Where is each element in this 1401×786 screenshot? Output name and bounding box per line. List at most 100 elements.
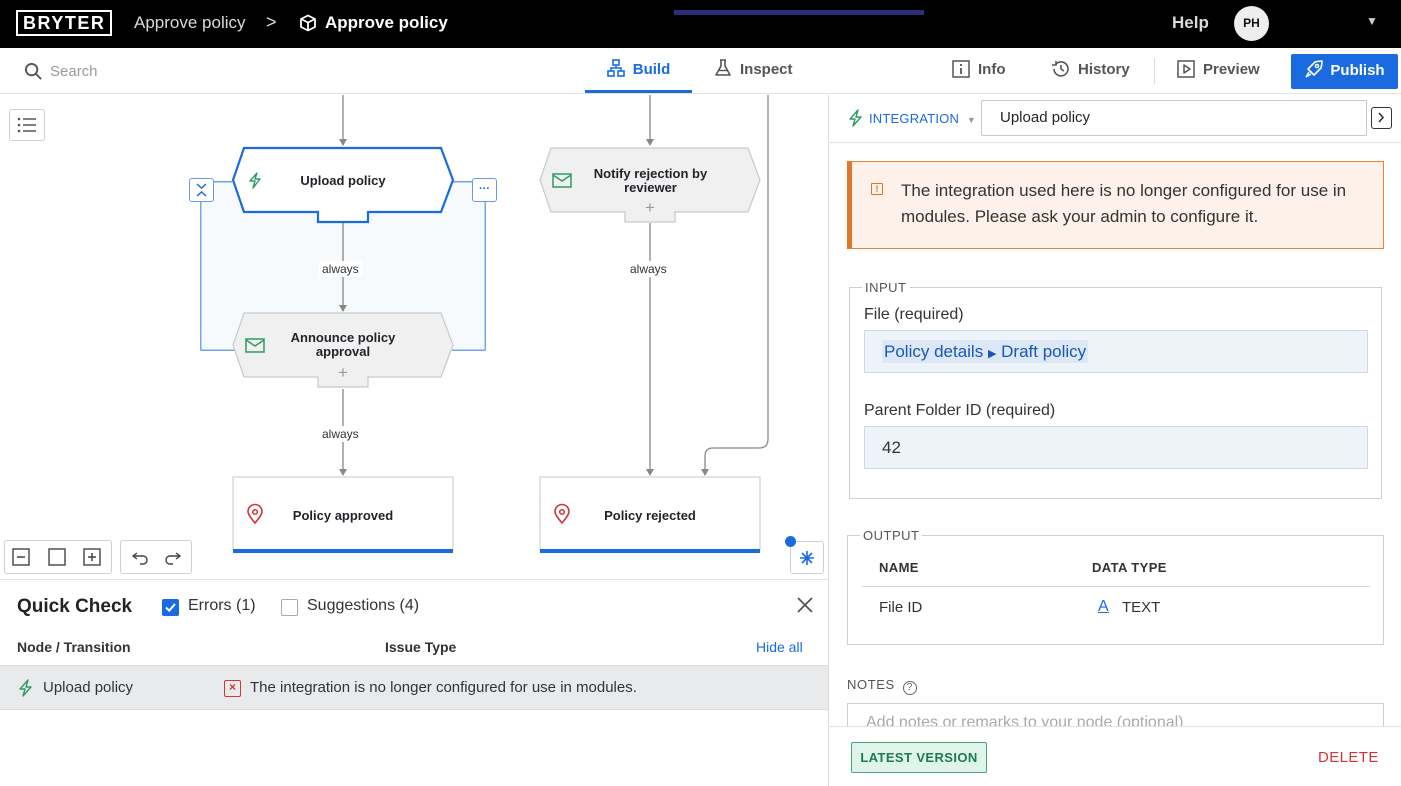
node-upload-policy-label: Upload policy <box>300 173 386 188</box>
add-transition-button[interactable]: + <box>338 363 348 382</box>
error-icon: × <box>224 680 241 697</box>
collapse-panel-button[interactable] <box>1371 107 1392 129</box>
chevron-down-icon: ▼ <box>966 115 976 125</box>
node-notify-shape[interactable] <box>539 147 761 223</box>
output-legend: OUTPUT <box>860 528 923 543</box>
sitemap-icon <box>606 59 625 77</box>
suggestions-filter-label[interactable]: Suggestions (4) <box>307 597 420 614</box>
sparkle-icon <box>800 551 814 565</box>
node-properties-panel: INTEGRATION ▼ Upload policy ! The integr… <box>828 95 1401 786</box>
breadcrumb-current: Approve policy <box>325 13 448 32</box>
node-type-dropdown[interactable]: INTEGRATION ▼ <box>847 109 976 127</box>
input-section: INPUT File (required) Policy details ▶ D… <box>849 280 1382 499</box>
fit-screen-icon[interactable] <box>48 548 66 566</box>
column-header-data-type: DATA TYPE <box>1092 560 1167 575</box>
breadcrumb-parent[interactable]: Approve policy <box>134 13 246 32</box>
node-upload-policy-shape[interactable] <box>231 146 455 224</box>
add-transition-button[interactable]: + <box>645 198 655 217</box>
errors-filter-label[interactable]: Errors (1) <box>188 597 256 614</box>
history-label: History <box>1078 61 1130 78</box>
help-link[interactable]: Help <box>1172 13 1209 32</box>
quick-check-title: Quick Check <box>17 596 133 617</box>
folder-id-field[interactable]: 42 <box>864 426 1368 469</box>
zoom-out-icon[interactable] <box>12 548 30 566</box>
search-input[interactable] <box>50 60 250 82</box>
notes-label-text: NOTES <box>847 677 895 692</box>
module-cube-icon <box>300 14 316 32</box>
loading-progress-bar <box>674 10 924 15</box>
close-icon[interactable] <box>796 596 814 614</box>
errors-checkbox[interactable] <box>162 599 179 616</box>
mail-icon <box>552 173 572 188</box>
variable-pill[interactable]: Policy details ▶ Draft policy <box>882 340 1089 363</box>
edge-line <box>704 95 769 475</box>
output-header-divider <box>862 586 1370 587</box>
history-button[interactable]: History <box>1050 48 1130 93</box>
lightning-icon <box>849 109 862 127</box>
location-pin-icon <box>247 503 263 525</box>
transition-label[interactable]: always <box>319 261 362 277</box>
arrow-head <box>339 469 347 476</box>
integration-warning: ! The integration used here is no longer… <box>847 161 1384 249</box>
output-name-cell: File ID <box>879 599 923 616</box>
redo-icon[interactable] <box>165 551 181 565</box>
chevron-down-icon[interactable]: ▼ <box>1366 14 1378 28</box>
suggestions-checkbox[interactable] <box>281 599 298 616</box>
node-announce-label: Announce policy approval <box>290 330 396 359</box>
search-icon <box>24 62 42 80</box>
tab-build[interactable]: Build <box>585 48 692 93</box>
collapse-group-button[interactable] <box>189 178 214 202</box>
publish-button[interactable]: Publish <box>1291 54 1398 89</box>
issue-node-name: Upload policy <box>43 679 134 696</box>
toolbar-divider <box>1154 58 1155 84</box>
flask-icon <box>715 59 731 76</box>
user-avatar[interactable]: PH <box>1234 6 1269 41</box>
hide-all-link[interactable]: Hide all <box>756 639 803 655</box>
node-rejected-shape[interactable] <box>539 476 761 551</box>
node-announce-shape[interactable] <box>232 312 454 388</box>
transition-label[interactable]: always <box>319 426 362 442</box>
output-type-cell: TEXT <box>1122 599 1161 616</box>
column-header-node: Node / Transition <box>17 639 131 655</box>
file-field[interactable]: Policy details ▶ Draft policy <box>864 330 1368 373</box>
variable-child: Draft policy <box>1001 342 1087 361</box>
issue-row[interactable]: Upload policy × The integration is no lo… <box>0 665 828 710</box>
info-button[interactable]: Info <box>952 48 1006 93</box>
assistant-button[interactable] <box>790 541 824 574</box>
tab-inspect[interactable]: Inspect <box>714 48 793 93</box>
arrow-head <box>701 469 709 476</box>
mail-icon <box>245 338 265 353</box>
location-pin-icon <box>554 503 570 525</box>
zoom-in-icon[interactable] <box>83 548 101 566</box>
undo-redo-controls <box>120 540 192 574</box>
breadcrumb-separator: > <box>266 12 277 32</box>
issue-description: The integration is no longer configured … <box>250 679 637 696</box>
node-approved-shape[interactable] <box>232 476 454 551</box>
transition-label[interactable]: always <box>627 261 670 277</box>
column-header-name: NAME <box>879 560 919 575</box>
node-more-button[interactable]: ··· <box>472 178 497 202</box>
lightning-icon <box>19 679 32 697</box>
arrow-head <box>339 139 347 146</box>
output-section: OUTPUT NAME DATA TYPE File ID A TEXT <box>847 528 1384 645</box>
preview-button[interactable]: Preview <box>1177 48 1260 93</box>
node-rejected-label: Policy rejected <box>604 508 696 523</box>
quick-check-panel: Quick Check Errors (1) Suggestions (4) N… <box>0 579 828 786</box>
question-icon[interactable]: ? <box>902 681 917 695</box>
latest-version-badge: LATEST VERSION <box>851 742 987 773</box>
node-name-field[interactable]: Upload policy <box>981 100 1367 136</box>
node-notify-label: Notify rejection by reviewer <box>593 166 708 195</box>
node-rejected-bar <box>540 549 760 553</box>
arrow-head <box>339 305 347 312</box>
notes-label: NOTES? <box>847 677 917 695</box>
notification-dot <box>785 536 796 547</box>
checkmark-icon <box>165 603 176 613</box>
editor-toolbar: Build Inspect Info History Preview <box>0 48 1401 94</box>
delete-button[interactable]: DELETE <box>1318 749 1379 766</box>
flow-canvas[interactable]: ··· Upload policy Notify rejection by re… <box>0 95 828 579</box>
outline-toggle-button[interactable] <box>9 109 45 141</box>
arrow-head <box>646 469 654 476</box>
undo-icon[interactable] <box>132 551 148 565</box>
bryter-logo[interactable]: BRYTER <box>16 10 113 36</box>
history-icon <box>1052 61 1069 77</box>
